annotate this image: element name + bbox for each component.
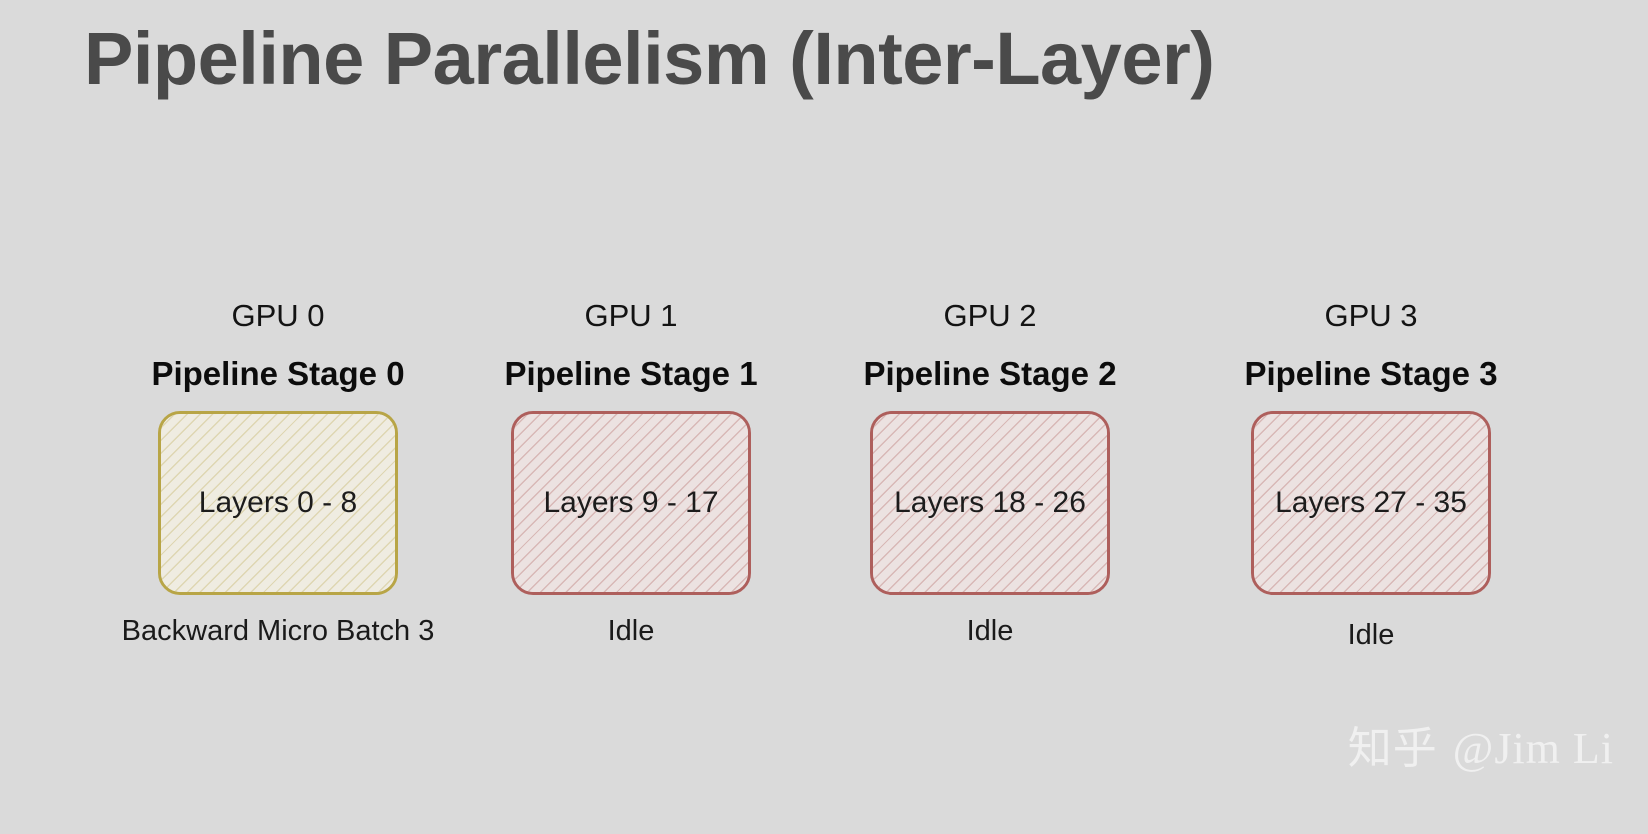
gpu-label-0: GPU 0 <box>231 298 325 333</box>
pipeline-stage-label-1: Pipeline Stage 1 <box>504 355 758 392</box>
layer-box-2[interactable]: Layers 18 - 26 <box>870 411 1110 595</box>
layer-range-1: Layers 9 - 17 <box>543 486 719 519</box>
layer-box-3[interactable]: Layers 27 - 35 <box>1251 411 1491 595</box>
layer-box-1[interactable]: Layers 9 - 17 <box>511 411 751 595</box>
status-label-2: Idle <box>966 615 1014 647</box>
watermark: 知乎 @Jim Li <box>1348 712 1614 776</box>
page-title: Pipeline Parallelism (Inter-Layer) <box>84 17 1215 100</box>
watermark-handle: @Jim Li <box>1452 724 1614 773</box>
pipeline-stage-label-2: Pipeline Stage 2 <box>863 355 1117 392</box>
gpu-column-1[interactable]: GPU 1 Pipeline Stage 1 Layers 9 - 17 Idl… <box>486 300 776 646</box>
status-label-3: Idle <box>1347 619 1395 651</box>
status-label-0: Backward Micro Batch 3 <box>121 615 435 647</box>
layer-box-0[interactable]: Layers 0 - 8 <box>158 411 398 595</box>
layer-range-3: Layers 27 - 35 <box>1275 486 1467 519</box>
pipeline-stage-label-0: Pipeline Stage 0 <box>151 355 405 392</box>
gpu-column-2[interactable]: GPU 2 Pipeline Stage 2 Layers 18 - 26 Id… <box>845 300 1135 646</box>
gpu-label-3: GPU 3 <box>1324 298 1418 333</box>
pipeline-stage-label-3: Pipeline Stage 3 <box>1244 355 1498 392</box>
status-label-1: Idle <box>607 615 655 647</box>
watermark-site: 知乎 <box>1347 723 1438 774</box>
gpu-column-0[interactable]: GPU 0 Pipeline Stage 0 Layers 0 - 8 Back… <box>122 298 435 646</box>
gpu-stage-row: GPU 0 Pipeline Stage 0 Layers 0 - 8 Back… <box>0 300 1648 720</box>
layer-range-0: Layers 0 - 8 <box>198 486 358 519</box>
gpu-label-2: GPU 2 <box>943 298 1037 333</box>
gpu-label-1: GPU 1 <box>584 298 678 333</box>
layer-range-2: Layers 18 - 26 <box>894 486 1086 519</box>
gpu-column-3[interactable]: GPU 3 Pipeline Stage 3 Layers 27 - 35 Id… <box>1226 300 1516 650</box>
